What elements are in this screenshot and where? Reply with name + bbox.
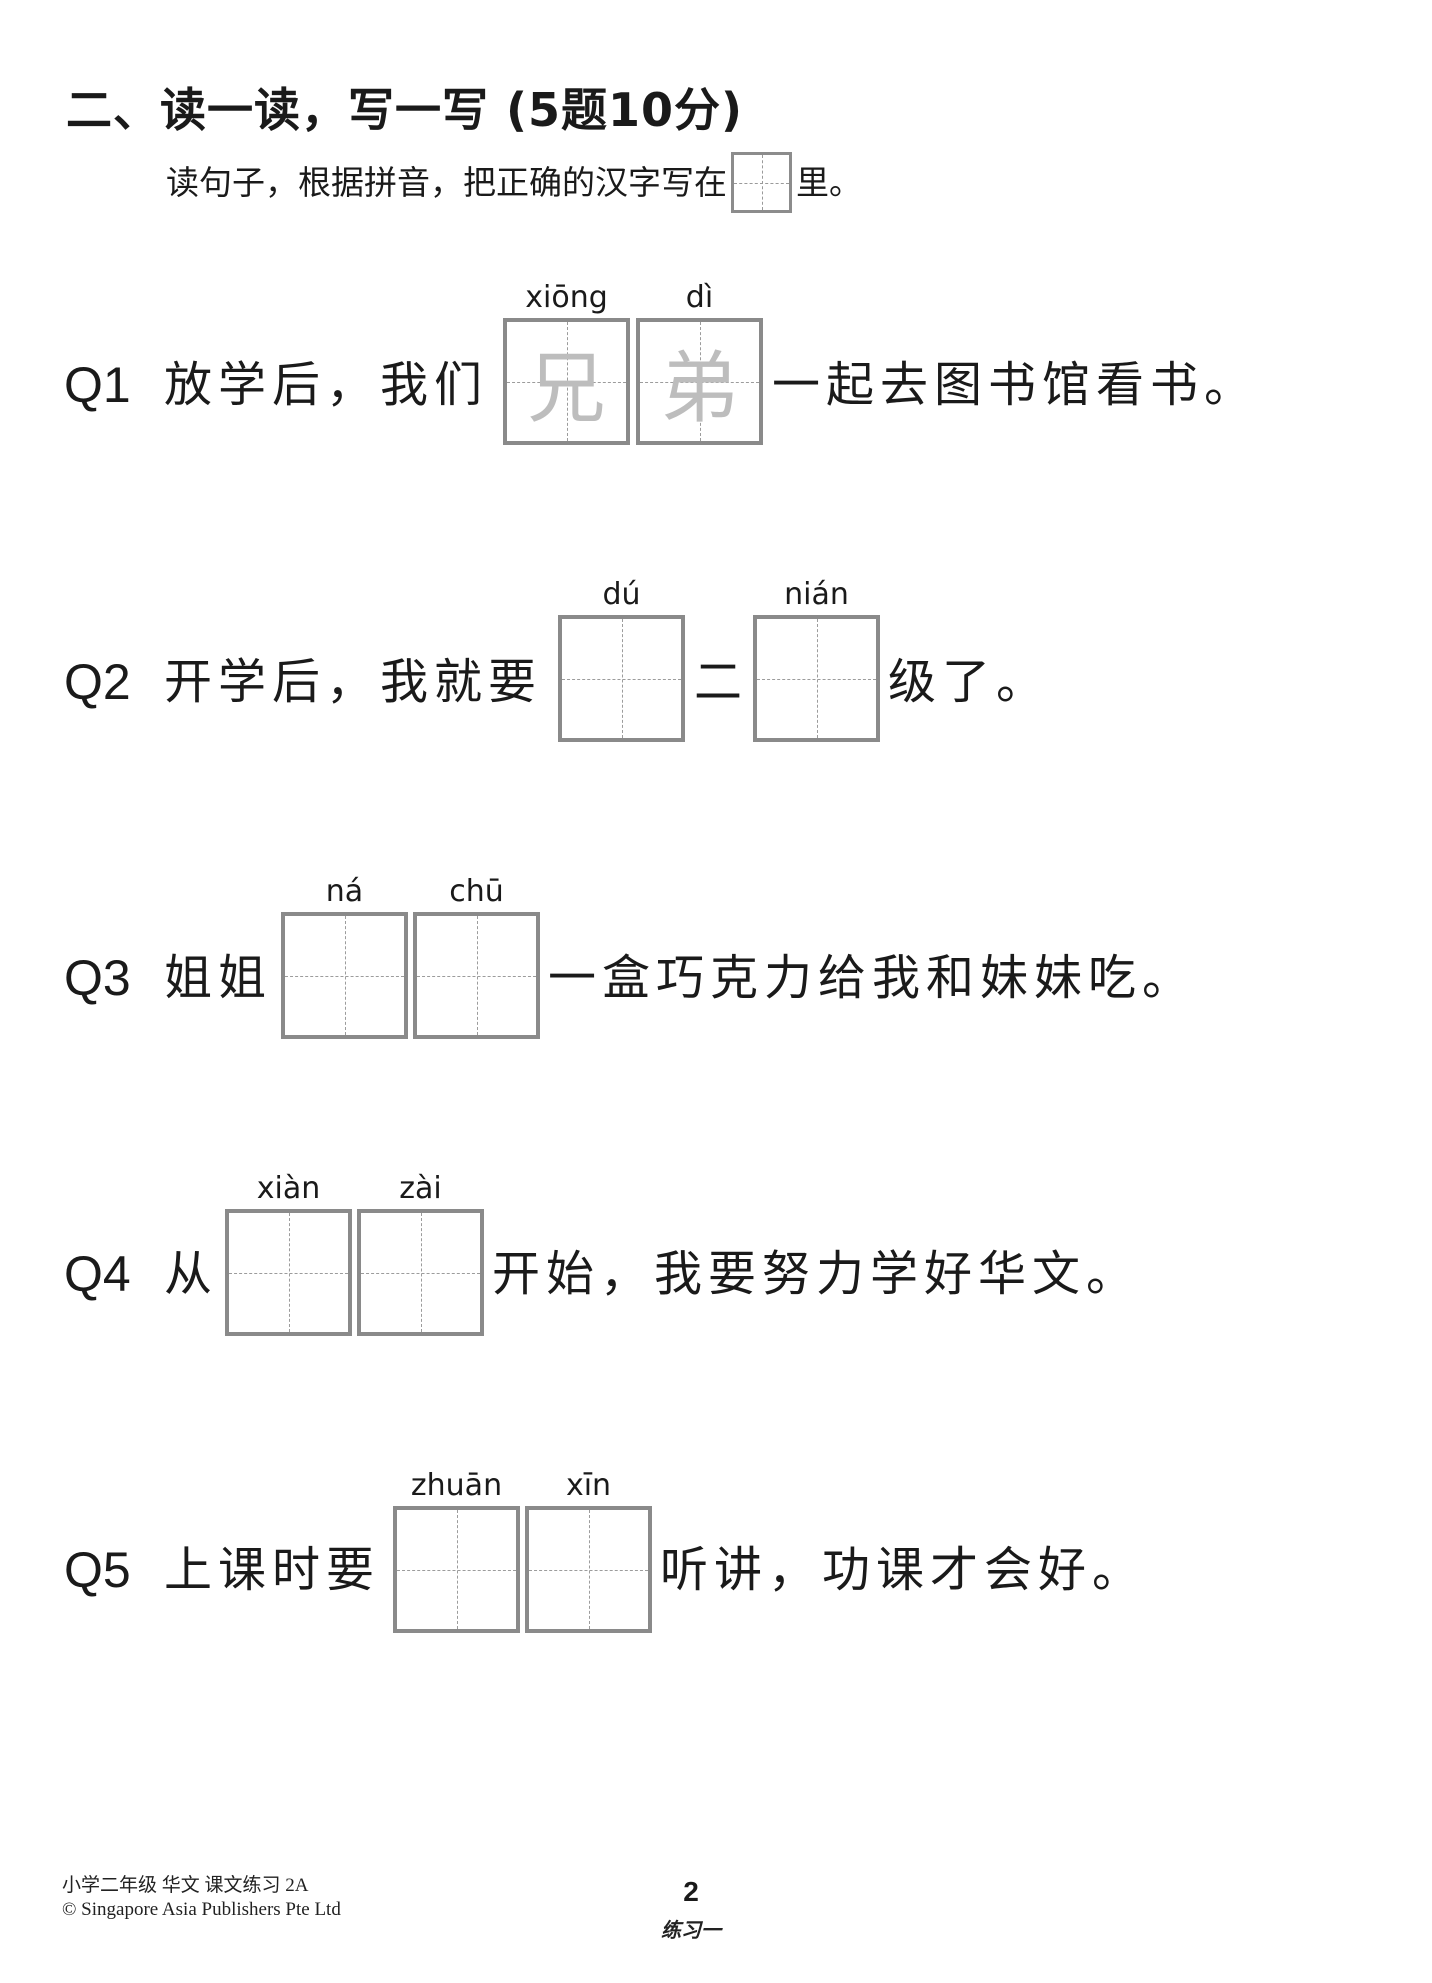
sentence-after: 开始，我要努力学好华文。 — [492, 1246, 1141, 1302]
sentence-before: 放学后，我们 — [164, 357, 489, 413]
pinyin-label: dì — [685, 280, 714, 315]
answer-grid-box[interactable] — [281, 912, 408, 1039]
exercise-tag: 练习一 — [661, 1918, 721, 1942]
instruction-text-after: 里。 — [796, 162, 862, 202]
question-label: Q2 — [64, 654, 131, 710]
sample-writing-grid-icon — [731, 152, 792, 213]
answer-grid-box[interactable]: 弟 — [636, 318, 763, 445]
sentence-after: 级了。 — [888, 654, 1051, 710]
sentence-before: 从 — [164, 1246, 219, 1302]
page-number: 2 — [683, 1876, 699, 1907]
book-title: 小学二年级 华文 课文练习 2A — [62, 1875, 309, 1896]
filled-answer — [757, 619, 876, 738]
sentence-after: 一盒巧克力给我和妹妹吃。 — [548, 950, 1197, 1006]
grid-horizontal-guide — [529, 1569, 648, 1571]
grid-horizontal-guide — [507, 381, 626, 383]
filled-answer — [562, 619, 681, 738]
pinyin-label: ná — [325, 874, 364, 909]
pinyin-label: zài — [399, 1171, 442, 1206]
filled-answer — [285, 916, 404, 1035]
question-label: Q1 — [64, 357, 131, 413]
answer-grid-box[interactable] — [753, 615, 880, 742]
copyright-notice: © Singapore Asia Publishers Pte Ltd — [62, 1899, 341, 1920]
filled-answer — [229, 1213, 348, 1332]
pinyin-label: xiàn — [256, 1171, 321, 1206]
sentence-before: 上课时要 — [164, 1542, 381, 1598]
pinyin-label: nián — [784, 577, 849, 612]
grid-horizontal-guide — [397, 1569, 516, 1571]
grid-horizontal-guide — [562, 678, 681, 680]
filled-answer — [417, 916, 536, 1035]
pinyin-label: xīn — [565, 1468, 612, 1503]
sentence-middle: 二 — [694, 654, 749, 710]
pinyin-label: xiōng — [525, 280, 608, 315]
sentence-before: 开学后，我就要 — [164, 654, 543, 710]
filled-answer — [361, 1213, 480, 1332]
answer-grid-box[interactable] — [357, 1209, 484, 1336]
sentence-before: 姐姐 — [164, 950, 273, 1006]
answer-grid-box[interactable] — [413, 912, 540, 1039]
filled-answer: 弟 — [660, 343, 739, 434]
instruction-text-before: 读句子，根据拼音，把正确的汉字写在 — [166, 162, 727, 202]
answer-grid-box[interactable] — [225, 1209, 352, 1336]
pinyin-label: dú — [602, 577, 641, 612]
pinyin-label: zhuān — [410, 1468, 503, 1503]
question-label: Q3 — [64, 950, 131, 1006]
pinyin-label: chū — [449, 874, 504, 909]
filled-answer: 兄 — [527, 343, 606, 434]
section-title: 二、读一读，写一写 (5题10分) — [66, 83, 744, 137]
grid-horizontal-guide — [417, 975, 536, 977]
answer-grid-box[interactable] — [558, 615, 685, 742]
grid-horizontal-guide — [361, 1272, 480, 1274]
answer-grid-box[interactable]: 兄 — [503, 318, 630, 445]
answer-grid-box[interactable] — [525, 1506, 652, 1633]
footer-info: 小学二年级 华文 课文练习 2A © Singapore Asia Publis… — [62, 1874, 341, 1922]
question-label: Q5 — [64, 1542, 131, 1598]
filled-answer — [397, 1510, 516, 1629]
filled-answer — [529, 1510, 648, 1629]
instruction: 读句子，根据拼音，把正确的汉字写在 里。 — [166, 152, 862, 213]
sentence-after: 一起去图书馆看书。 — [772, 357, 1259, 413]
grid-horizontal-guide — [229, 1272, 348, 1274]
grid-horizontal-guide — [734, 182, 789, 184]
answer-grid-box[interactable] — [393, 1506, 520, 1633]
grid-horizontal-guide — [640, 381, 759, 383]
grid-horizontal-guide — [285, 975, 404, 977]
sentence-after: 听讲，功课才会好。 — [660, 1542, 1147, 1598]
question-label: Q4 — [64, 1246, 131, 1302]
grid-horizontal-guide — [757, 678, 876, 680]
